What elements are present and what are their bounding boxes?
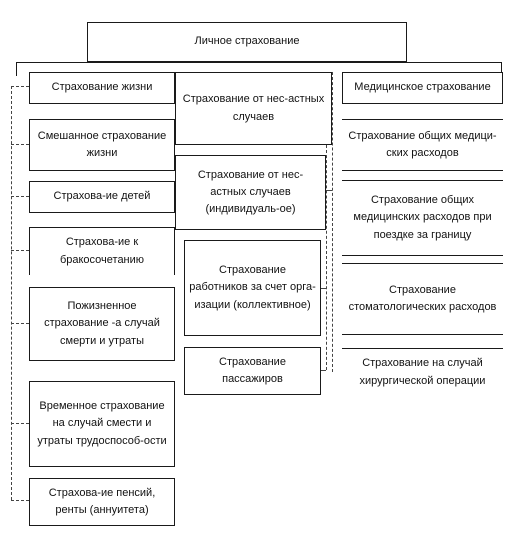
col1-item-1: Смешанное страхование жизни (29, 119, 175, 171)
col3-header: Медицинское страхование (342, 72, 503, 104)
col2-item-2: Страхование работников за счет орга-изац… (184, 240, 321, 336)
col3-item-4: Страхование на случай хирургической опер… (342, 348, 503, 396)
col1-header: Страхование жизни (29, 72, 175, 104)
root-connector-left (16, 62, 17, 76)
col1-item-2: Страхова-ие детей (29, 181, 175, 213)
col1-connector-item (11, 323, 29, 324)
col2-item-3: Страхование пассажиров (184, 347, 321, 395)
col1-item-3: Страхова-ие к бракосочетанию (29, 227, 175, 275)
col2-connector (326, 145, 327, 370)
col1-item-6: Страхова-ие пенсий, ренты (аннуитета) (29, 478, 175, 526)
col2-connector-item (326, 190, 332, 191)
col1-item-5: Временное страхование на случай смести и… (29, 381, 175, 467)
col3-item-2: Страхование общих медицинских расходов п… (342, 180, 503, 256)
col1-item-4: Пожизненное страхование -а случай смерти… (29, 287, 175, 361)
col2-connector-item (321, 370, 326, 371)
col1-connector-header (11, 86, 29, 87)
col1-connector-item (11, 144, 29, 145)
col2-item-1: Страхование от нес-астных случаев (индив… (175, 155, 326, 230)
col2-header: Страхование от нес-астных случаев (175, 72, 332, 145)
col1-connector-item (11, 196, 29, 197)
col2-connector-item (321, 288, 326, 289)
col1-connector-item (11, 250, 29, 251)
col3-connector (332, 72, 333, 372)
root-node: Личное страхование (87, 22, 407, 62)
root-label: Личное страхование (194, 35, 300, 48)
col1-connector-item (11, 423, 29, 424)
col3-item-3: Страхование стоматологических расходов (342, 263, 503, 335)
root-connector (16, 62, 502, 63)
root-connector-right (501, 62, 502, 76)
col1-connector (11, 86, 12, 500)
col1-connector-item (11, 500, 29, 501)
col3-item-1: Страхование общих медици-ских расходов (342, 119, 503, 171)
